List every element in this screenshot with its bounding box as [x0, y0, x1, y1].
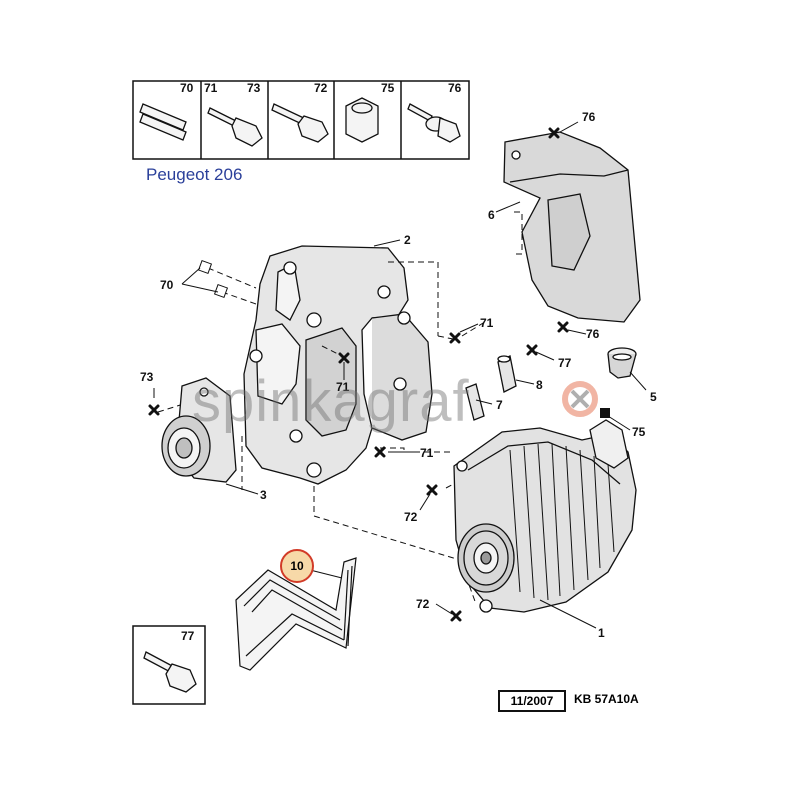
- hex-bolt-icon: [207, 107, 263, 147]
- hex-bolt-icon: [143, 651, 197, 693]
- leader-lines: [512, 211, 523, 255]
- stud-part: [497, 355, 517, 393]
- callout-73: 73: [140, 370, 154, 384]
- callout-8: 8: [536, 378, 543, 392]
- callout-2: 2: [404, 233, 411, 247]
- callout-1: 1: [598, 626, 605, 640]
- callout-77-box: 77: [181, 629, 195, 643]
- callout-7: 7: [496, 398, 503, 412]
- flanged-bolt-icon: [407, 103, 461, 143]
- highlight-badge-10[interactable]: 10: [280, 549, 314, 583]
- callout-6: 6: [488, 208, 495, 222]
- callout-72-upper: 72: [404, 510, 418, 524]
- header-labels: 70 71 73 72 75 76: [180, 81, 462, 95]
- nut-marker: [600, 408, 610, 418]
- header-label-70: 70: [180, 81, 194, 95]
- callout-5: 5: [650, 390, 657, 404]
- callout-75: 75: [632, 425, 646, 439]
- roll-pin-icon: [139, 103, 187, 141]
- hex-nut-icon: [345, 97, 379, 143]
- watermark-text: spinkagraf: [192, 369, 470, 434]
- header-label-76: 76: [448, 81, 462, 95]
- roll-pin-icon: [197, 259, 229, 299]
- vehicle-model-label: Peugeot 206: [146, 165, 243, 184]
- callout-77: 77: [558, 356, 572, 370]
- header-label-73: 73: [247, 81, 261, 95]
- drive-belt: [235, 557, 357, 671]
- watermark-logo-icon: [562, 381, 598, 417]
- callout-72-lower: 72: [416, 597, 430, 611]
- callout-71-mid: 71: [336, 380, 350, 394]
- callout-71-low: 71: [420, 446, 434, 460]
- alternator-bracket: [243, 245, 433, 485]
- hex-bolt-icon: [271, 103, 329, 143]
- callout-76-top: 76: [582, 110, 596, 124]
- alternator: [453, 419, 637, 613]
- cap-nut-part: [607, 347, 637, 379]
- leader-lines: [153, 121, 647, 629]
- leader-lines: [309, 569, 343, 579]
- fastener-markers: [148, 127, 569, 622]
- callout-70: 70: [160, 278, 174, 292]
- heat-shield: [503, 131, 641, 323]
- callout-3: 3: [260, 488, 267, 502]
- header-label-75: 75: [381, 81, 395, 95]
- tensioner-pulley: [161, 377, 237, 483]
- stud-part: [465, 383, 485, 421]
- revision-date: 11/2007: [498, 690, 566, 712]
- diagram-code: KB 57A10A: [574, 692, 639, 706]
- callout-71-right: 71: [480, 316, 494, 330]
- callout-76-mid: 76: [586, 327, 600, 341]
- header-label-72: 72: [314, 81, 328, 95]
- header-label-71: 71: [204, 81, 218, 95]
